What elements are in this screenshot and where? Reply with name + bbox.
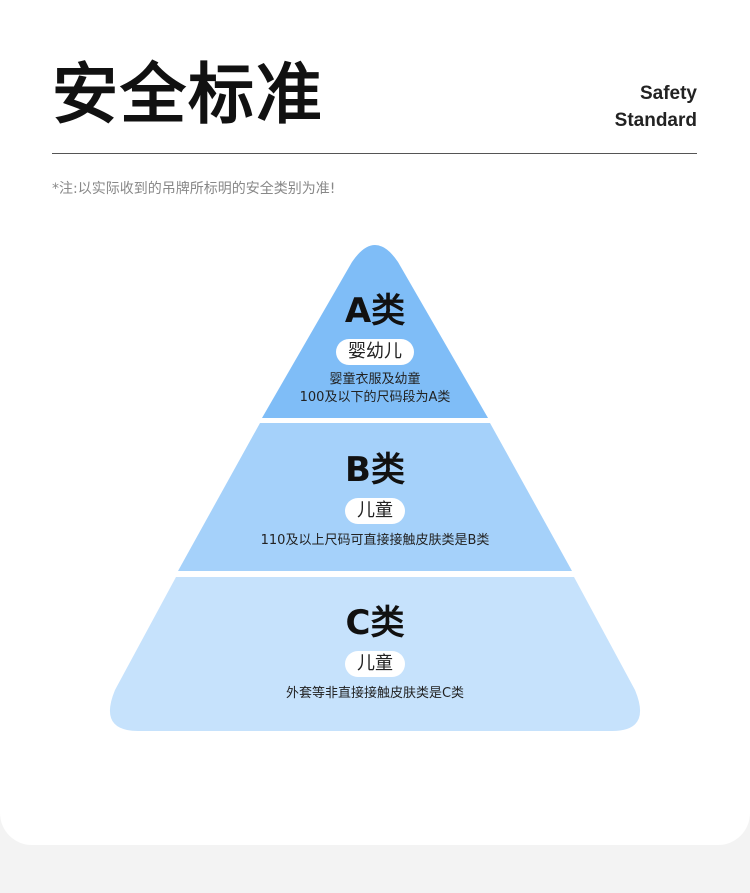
tier-a-desc-line2: 100及以下的尺码段为A类 — [299, 390, 451, 405]
pyramid-tier-b — [178, 423, 572, 571]
page-title: 安全标准 — [52, 56, 324, 133]
tier-b-letter: B类 — [345, 450, 405, 490]
pyramid-tier-a — [262, 245, 488, 418]
tier-a-content: A类 婴幼儿 婴童衣服及幼童 100及以下的尺码段为A类 — [0, 291, 750, 407]
tier-c-desc: 外套等非直接接触皮肤类是C类 — [285, 686, 465, 701]
tier-b-desc: 110及以上尺码可直接接触皮肤类是B类 — [260, 533, 490, 548]
subtitle-line-2: Standard — [614, 110, 697, 131]
tier-b-content: B类 儿童 110及以上尺码可直接接触皮肤类是B类 — [0, 450, 750, 550]
tier-b-group-badge: 儿童 — [345, 498, 405, 524]
safety-note: *注:以实际收到的吊牌所标明的安全类别为准! — [52, 181, 336, 197]
tier-c-letter: C类 — [345, 603, 405, 643]
header-divider — [52, 153, 697, 154]
safety-pyramid — [109, 245, 641, 731]
tier-a-desc-line1: 婴童衣服及幼童 — [329, 372, 421, 387]
page-subtitle: Safety Standard — [615, 80, 697, 134]
tier-a-group-badge: 婴幼儿 — [336, 339, 414, 365]
tier-a-letter: A类 — [344, 291, 406, 331]
content-card: 安全标准 Safety Standard *注:以实际收到的吊牌所标明的安全类别… — [0, 0, 750, 845]
tier-c-content: C类 儿童 外套等非直接接触皮肤类是C类 — [0, 603, 750, 703]
subtitle-line-1: Safety — [639, 83, 697, 104]
tier-c-group-badge: 儿童 — [345, 651, 405, 677]
